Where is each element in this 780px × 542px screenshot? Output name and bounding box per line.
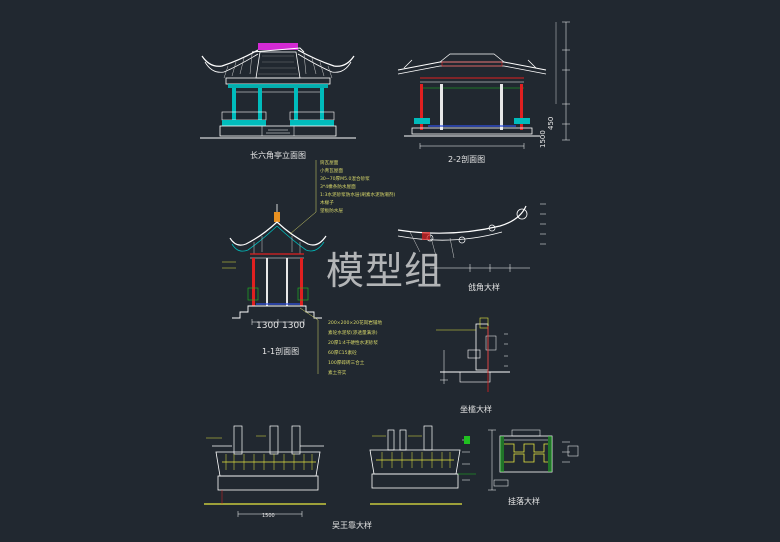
title-section-1-1: 1-1剖面图 [262,347,300,356]
bench-detail-left-drawing [204,425,326,517]
roof-note-6: 木椽子 [320,201,334,206]
dim-half-right: 1300 [282,321,305,331]
dim-height-b: 450 [547,116,555,130]
section-2-2-drawing [397,21,570,149]
roof-note-7: 望板防水层 [320,209,343,214]
section-1-1-drawing [222,160,327,374]
pavilion-elevation-drawing [200,43,356,139]
title-seat-detail: 坐槛大样 [460,405,492,414]
title-corner-detail: 戗角大样 [468,283,500,292]
title-section-2-2: 2-2剖面图 [448,155,486,164]
base-note-5: 100厚碎砖三合土 [328,361,365,366]
roof-note-1: 筒瓦屋面 [320,161,339,166]
roof-note-5: 1:3水泥砂浆防水层(刷素水泥防潮剂) [320,193,396,198]
base-note-6: 素土夯实 [328,371,347,376]
base-note-3: 20厚1:4干硬性水泥砂浆 [328,341,378,346]
title-elevation: 长六角亭立面图 [250,151,306,160]
base-note-4: 60厚C15素砼 [328,351,357,356]
roof-note-4: 3*4橡条防水屋面 [320,185,356,190]
base-note-2: 素砼水泥浆(渗透量满涂) [328,331,378,336]
dim-bench-width: 1500 [262,513,275,519]
title-bench-detail: 吴王靠大样 [332,521,372,530]
hanger-detail-drawing [488,429,579,491]
dim-height-a: 1500 [539,130,547,148]
base-note-1: 200×200×20花岗岩铺地 [328,321,383,326]
dim-half-left: 1300 [256,321,279,331]
bench-detail-right-drawing [369,425,476,505]
corner-detail-drawing [397,203,546,272]
seat-detail-drawing [436,317,510,392]
watermark: 模型组 [326,249,444,293]
roof-note-3: 30~70厚M5.0混合砂浆 [320,177,370,182]
title-hanger-detail: 挂落大样 [508,497,540,506]
roof-note-2: 小青瓦屋面 [320,169,343,174]
